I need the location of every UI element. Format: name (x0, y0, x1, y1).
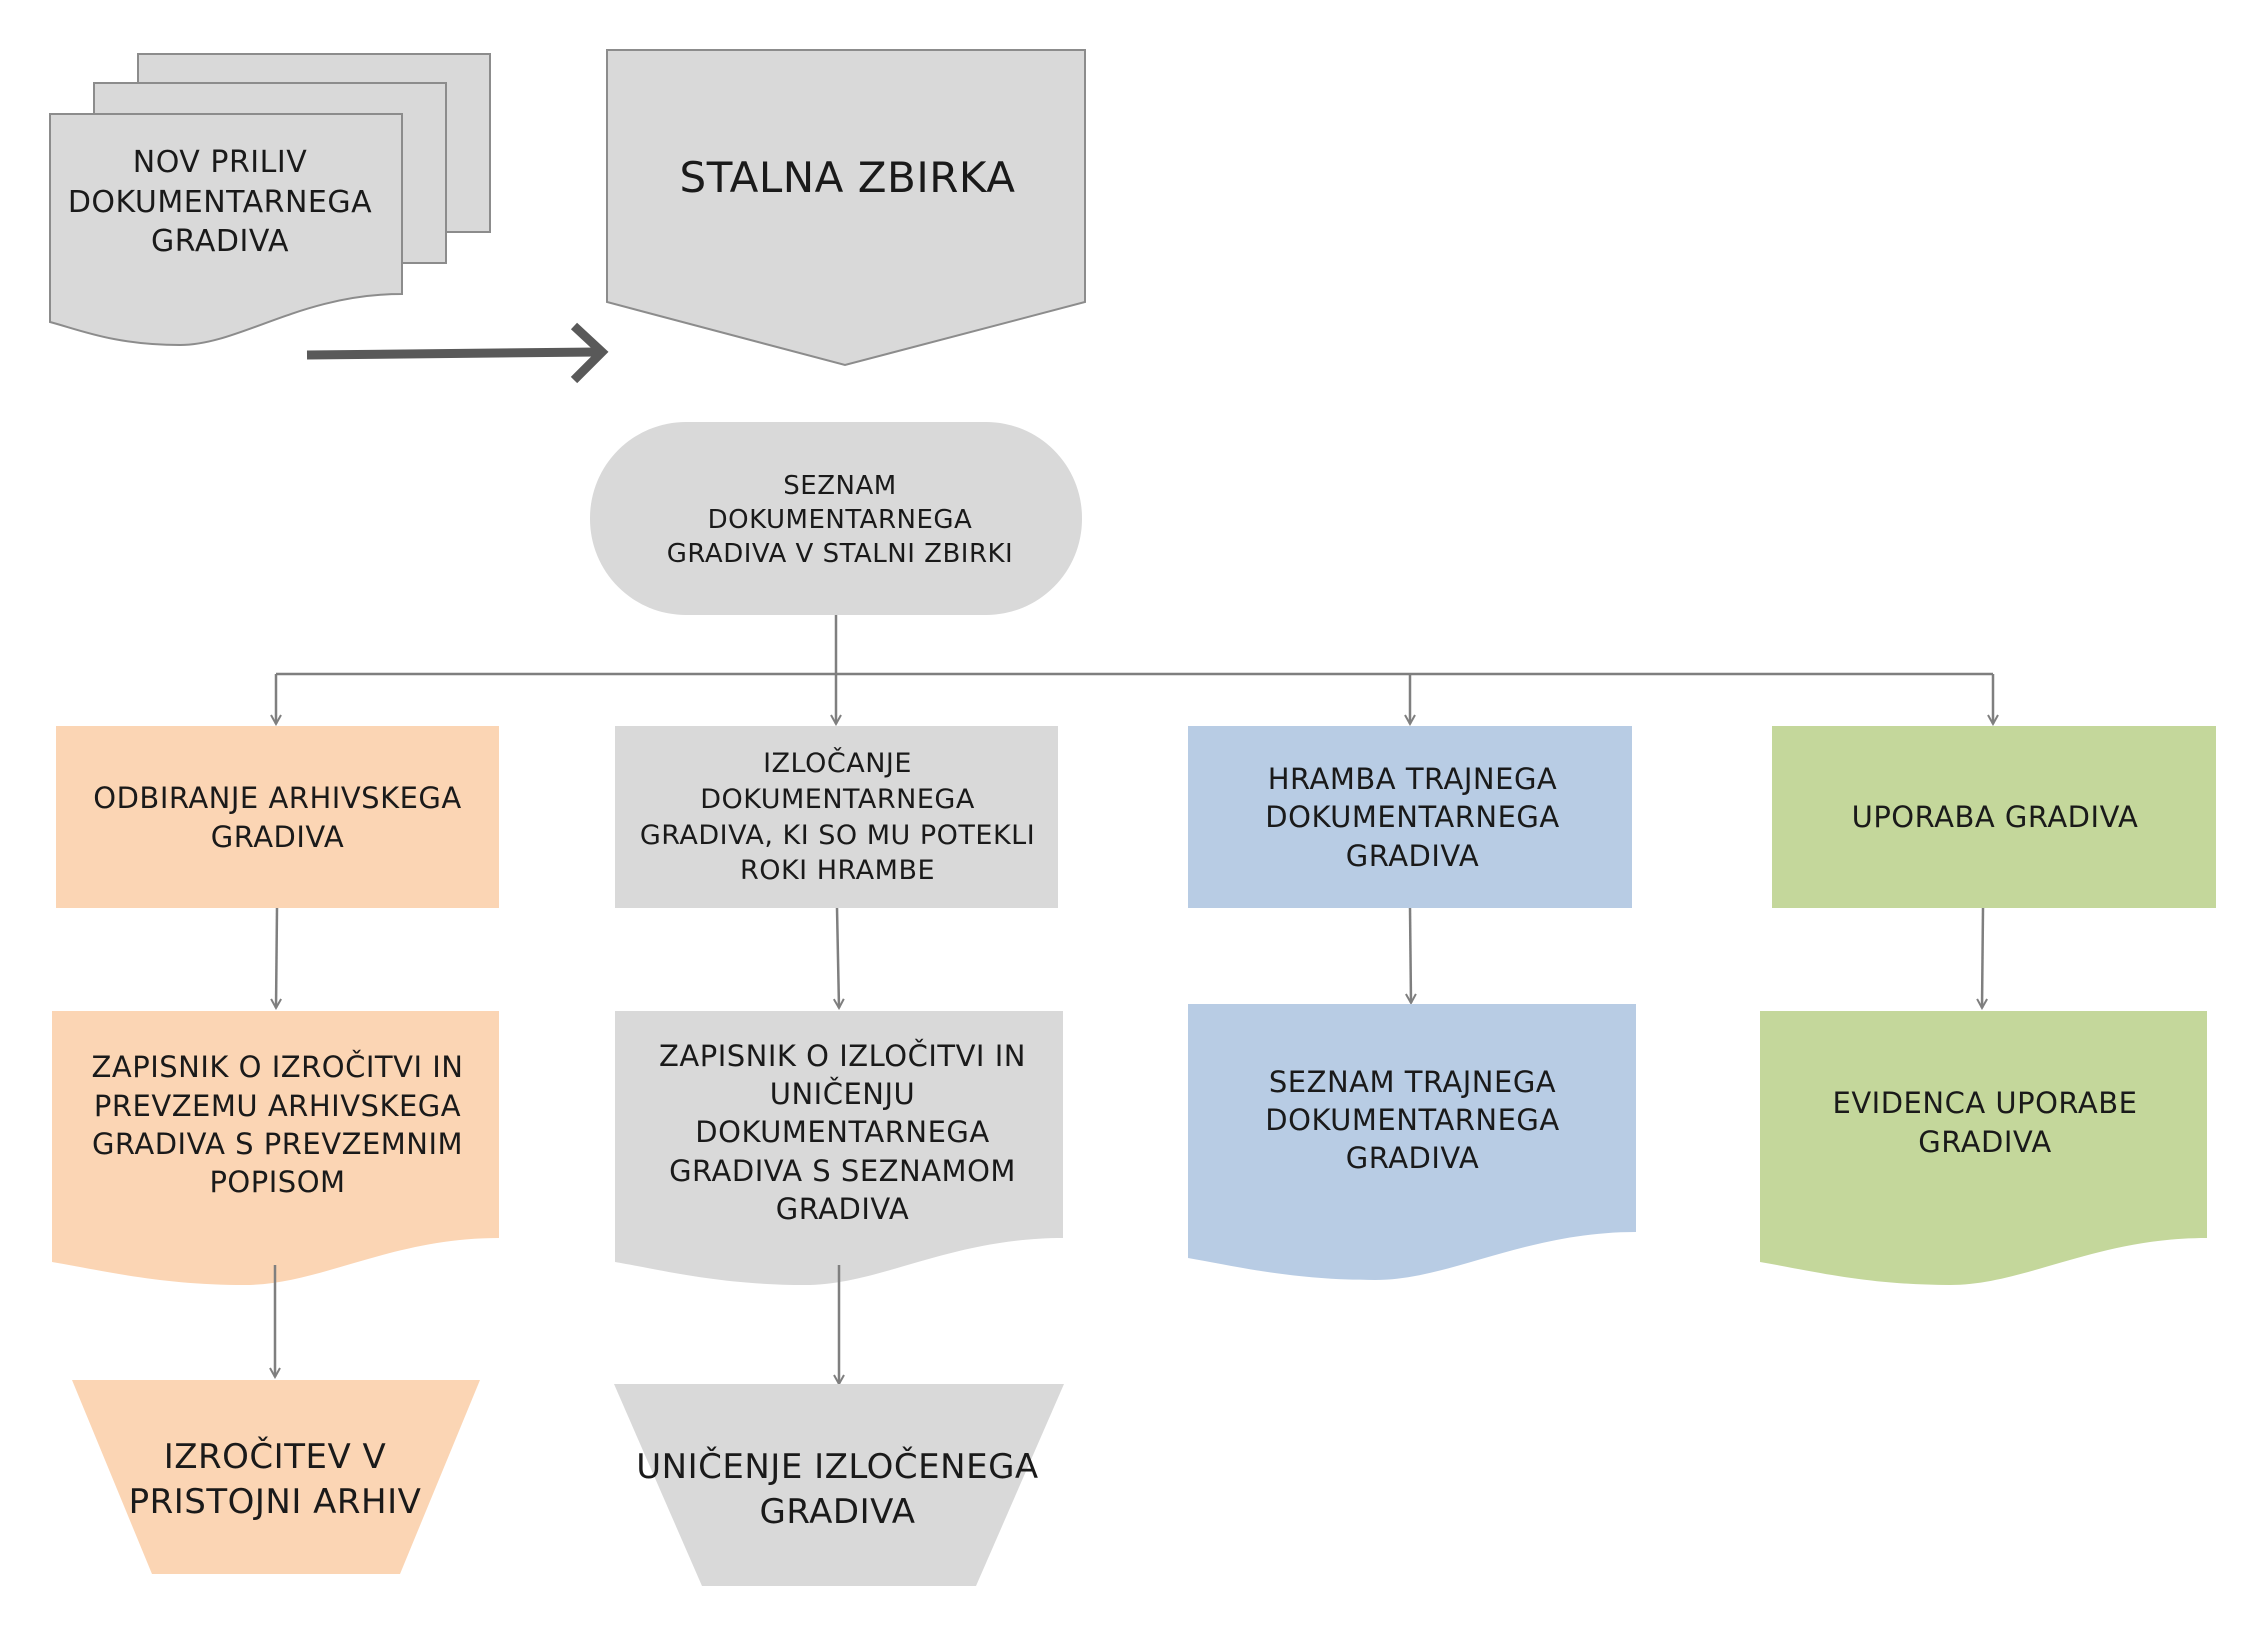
handover-record-document-shape (52, 1011, 499, 1285)
storage-label: HRAMBA TRAJNEGA DOKUMENTARNEGA GRADIVA (1265, 762, 1560, 873)
permanent-collection-label: STALNA ZBIRKA (679, 152, 1016, 202)
archive-transfer-label: IZROČITEV V PRISTOJNI ARHIV (128, 1437, 422, 1522)
disposal-process-shape (615, 726, 1058, 908)
disposal-record-document-shape (615, 1011, 1063, 1285)
new-intake-label: NOV PRILIV DOKUMENTARNEGA GRADIVA (67, 145, 373, 260)
appraisal-label: ODBIRANJE ARHIVSKEGA GRADIVA (93, 781, 462, 854)
usage-record-document-shape (1760, 1011, 2207, 1285)
row3-connectors (275, 1265, 839, 1384)
row2-connectors (276, 907, 1983, 1008)
main-arrow (306, 322, 609, 384)
permanent-list-label: SEZNAM TRAJNEGA DOKUMENTARNEGA GRADIVA (1265, 1064, 1560, 1176)
destruction-label: UNIČENJE IZLOČENEGA GRADIVA (636, 1447, 1039, 1532)
new-intake-multidocument-shape (49, 53, 491, 347)
storage-process-shape (1188, 726, 1632, 908)
collection-list-terminal-shape (590, 422, 1082, 615)
appraisal-process-shape (56, 726, 499, 908)
destruction-operation-shape (614, 1384, 1064, 1586)
disposal-label: IZLOČANJE DOKUMENTARNEGA GRADIVA, KI SO … (639, 748, 1036, 887)
collection-list-label: SEZNAM DOKUMENTARNEGA GRADIVA V STALNI Z… (666, 470, 1014, 570)
disposal-record-label: ZAPISNIK O IZLOČITVI IN UNIČENJU DOKUMEN… (659, 1038, 1026, 1226)
permanent-collection-shape (606, 49, 1086, 367)
usage-record-label: EVIDENCA UPORABE GRADIVA (1832, 1086, 2138, 1159)
archive-transfer-operation-shape (72, 1380, 480, 1574)
usage-process-shape (1772, 726, 2216, 908)
usage-label: UPORABA GRADIVA (1851, 800, 2139, 835)
permanent-list-document-shape (1188, 1004, 1636, 1280)
handover-record-label: ZAPISNIK O IZROČITVI IN PREVZEMU ARHIVSK… (91, 1050, 464, 1200)
branch-connectors (276, 615, 1993, 724)
